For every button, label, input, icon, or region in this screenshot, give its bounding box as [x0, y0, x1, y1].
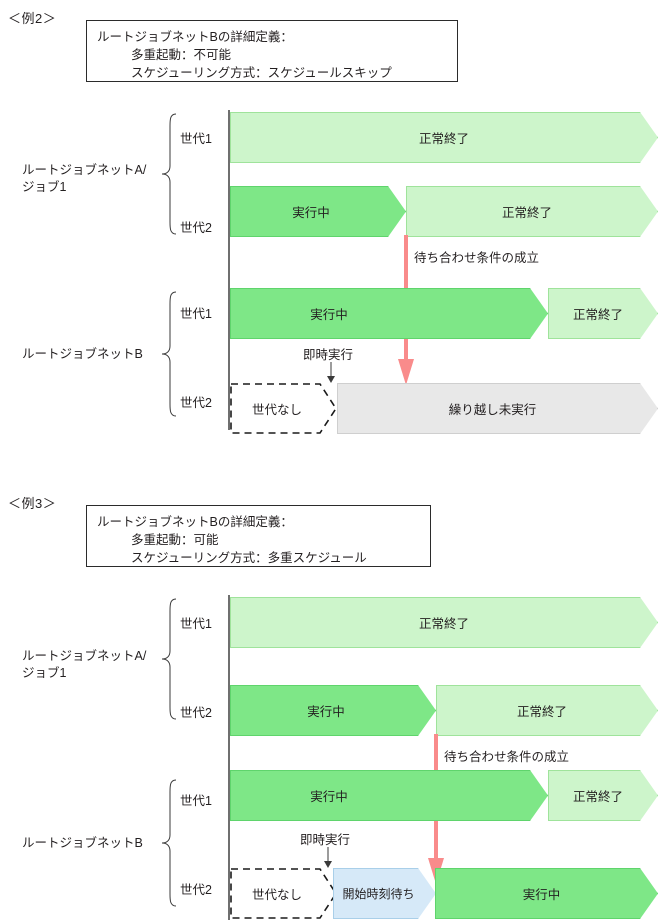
- bar-b-gen2-no-generation-ex3: 世代なし: [230, 868, 338, 919]
- immediate-exec-label-example3: 即時実行: [300, 833, 351, 847]
- definition-line-1: ルートジョブネットBの詳細定義：: [97, 30, 293, 44]
- group-label-line-2: ジョブ1: [22, 666, 67, 680]
- bar-b-gen1-running-ex3: 実行中: [230, 770, 548, 821]
- bar-label: 実行中: [292, 206, 330, 220]
- bar-label: 世代なし: [251, 888, 302, 902]
- dashed-chevron-outline: [230, 383, 337, 434]
- bar-b-gen2-waiting-start-time-ex3: 開始時刻待ち: [333, 868, 436, 919]
- immediate-exec-arrow-example3: [324, 847, 332, 868]
- definition-line-2: 多重起動：可能: [131, 533, 219, 547]
- example2-heading: ＜例2＞: [8, 11, 57, 26]
- group-label-line-1: ルートジョブネットA/: [22, 649, 147, 663]
- example2-definition-box: ルートジョブネットBの詳細定義： 多重起動：不可能 スケジューリング方式：スケジ…: [86, 20, 458, 82]
- generation-label-a-1-ex3: 世代1: [180, 617, 212, 631]
- bar-label: 開始時刻待ち: [342, 887, 415, 901]
- bar-label: 正常終了: [572, 308, 623, 322]
- bar-b-gen1-normal-end: 正常終了: [548, 288, 658, 339]
- bar-label: 実行中: [522, 888, 561, 902]
- generation-label-a-1: 世代1: [180, 132, 212, 146]
- timeline-axis-example3: [228, 595, 230, 920]
- bar-a-gen2-running-ex3: 実行中: [230, 685, 436, 736]
- generation-label-a-2-ex3: 世代2: [180, 706, 212, 720]
- group-label-line-1: ルートジョブネットA/: [22, 163, 147, 177]
- bar-a-gen1-normal-end-ex3: 正常終了: [230, 597, 658, 648]
- definition-line-2: 多重起動：不可能: [131, 48, 232, 62]
- bar-a-gen2-running: 実行中: [230, 186, 406, 237]
- bar-b-gen2-no-generation: 世代なし: [230, 383, 338, 434]
- bar-label: 実行中: [310, 790, 348, 804]
- bar-label: 正常終了: [418, 132, 469, 146]
- timeline-axis-example2: [228, 110, 230, 430]
- bar-b-gen1-running: 実行中: [230, 288, 548, 339]
- definition-line-1: ルートジョブネットBの詳細定義：: [97, 515, 293, 529]
- bar-b-gen2-carryover-unexecuted: 繰り越し未実行: [337, 383, 658, 434]
- definition-line-3: スケジューリング方式：多重スケジュール: [131, 551, 367, 565]
- brace-group-b-ex3: [161, 779, 177, 907]
- bar-label: 正常終了: [516, 705, 567, 719]
- group-label-root-jobnet-b-ex3: ルートジョブネットB: [22, 836, 143, 850]
- bar-label: 実行中: [310, 308, 348, 322]
- generation-label-a-2: 世代2: [180, 221, 212, 235]
- bar-b-gen1-normal-end-ex3: 正常終了: [548, 770, 658, 821]
- immediate-exec-label-example2: 即時実行: [303, 348, 354, 362]
- generation-label-b-1: 世代1: [180, 307, 212, 321]
- brace-group-a-ex3: [161, 598, 177, 720]
- group-label-root-jobnet-a-ex3: ルートジョブネットA/ ジョブ1: [22, 648, 146, 682]
- generation-label-b-2-ex3: 世代2: [180, 883, 212, 897]
- bar-b-gen2-running-ex3: 実行中: [435, 868, 658, 919]
- immediate-exec-arrow-example2: [327, 362, 335, 383]
- bar-label: 実行中: [307, 705, 345, 719]
- example3-heading: ＜例3＞: [8, 496, 57, 511]
- group-label-root-jobnet-a: ルートジョブネットA/ ジョブ1: [22, 162, 146, 196]
- bar-label: 正常終了: [418, 617, 469, 631]
- bar-label: 繰り越し未実行: [448, 403, 537, 417]
- group-label-root-jobnet-b: ルートジョブネットB: [22, 347, 143, 361]
- brace-group-b: [161, 291, 177, 417]
- wait-condition-label-example3: 待ち合わせ条件の成立: [444, 750, 570, 764]
- bar-label: 正常終了: [572, 790, 623, 804]
- bar-label: 世代なし: [251, 403, 302, 417]
- bar-label: 正常終了: [501, 206, 552, 220]
- generation-label-b-2: 世代2: [180, 396, 212, 410]
- definition-line-3: スケジューリング方式：スケジュールスキップ: [131, 66, 392, 80]
- bar-a-gen1-normal-end: 正常終了: [230, 112, 658, 163]
- bar-a-gen2-normal-end-ex3: 正常終了: [436, 685, 658, 736]
- brace-group-a: [161, 113, 177, 235]
- wait-condition-label-example2: 待ち合わせ条件の成立: [414, 251, 540, 265]
- group-label-line-2: ジョブ1: [22, 180, 67, 194]
- bar-a-gen2-normal-end: 正常終了: [406, 186, 658, 237]
- generation-label-b-1-ex3: 世代1: [180, 794, 212, 808]
- example3-definition-box: ルートジョブネットBの詳細定義： 多重起動：可能 スケジューリング方式：多重スケ…: [86, 505, 431, 567]
- dashed-chevron-outline: [230, 868, 337, 919]
